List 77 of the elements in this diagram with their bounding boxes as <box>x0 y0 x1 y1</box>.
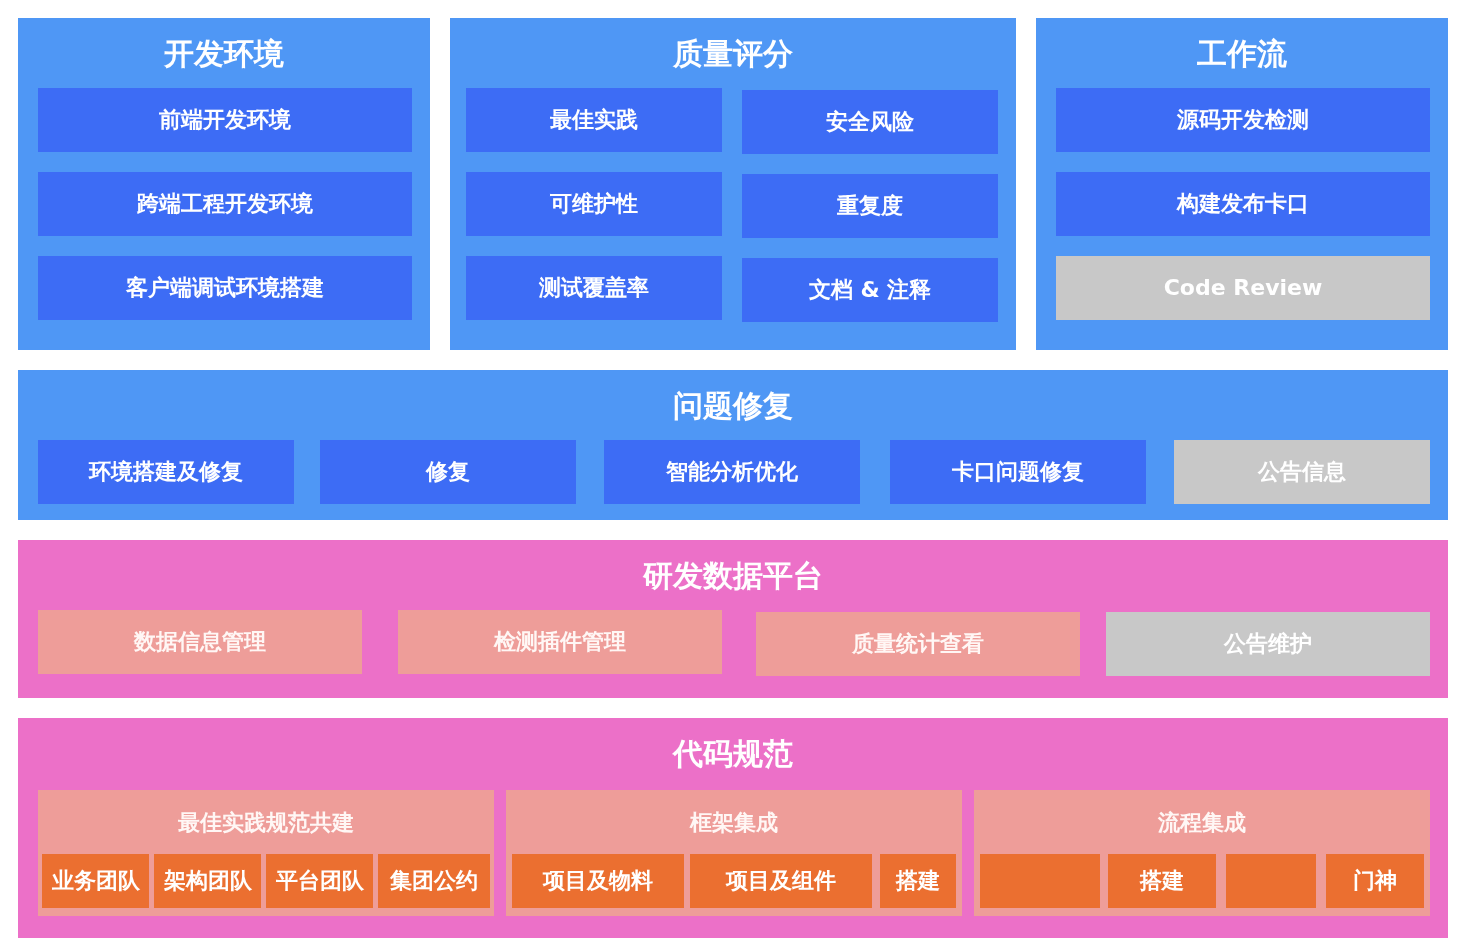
feature-tile <box>1056 256 1430 320</box>
section-panel <box>450 18 1016 350</box>
feature-tile <box>742 90 998 154</box>
section-panel <box>18 540 1448 698</box>
tile-label: 项目及组件 <box>726 867 836 895</box>
blank-tile <box>980 854 1100 908</box>
feature-tile <box>466 88 722 152</box>
feature-tile <box>742 258 998 322</box>
section-title: 问题修复 <box>673 387 793 425</box>
item-tile <box>690 854 872 908</box>
item-tile <box>42 854 149 908</box>
feature-tile <box>890 440 1146 504</box>
tile-label: 智能分析优化 <box>666 458 798 486</box>
tile-label: 测试覆盖率 <box>539 274 649 302</box>
feature-tile <box>38 88 412 152</box>
feature-tile <box>38 172 412 236</box>
feature-tile <box>1056 172 1430 236</box>
feature-tile <box>1056 88 1430 152</box>
tile-label: 跨端工程开发环境 <box>137 190 313 218</box>
tile-label: 文档 & 注释 <box>808 276 932 304</box>
feature-tile <box>604 440 860 504</box>
section-panel <box>18 718 1448 938</box>
section-title: 代码规范 <box>673 735 793 773</box>
feature-tile <box>742 174 998 238</box>
tile-label: 架构团队 <box>163 867 252 895</box>
section-title: 研发数据平台 <box>643 557 823 595</box>
section-panel <box>1036 18 1448 350</box>
item-tile <box>378 854 490 908</box>
group-title: 流程集成 <box>1158 809 1246 837</box>
tile-label: 门神 <box>1353 867 1397 895</box>
tile-label: 质量统计查看 <box>852 630 984 658</box>
section-panel <box>18 370 1448 520</box>
tile-label: 可维护性 <box>550 190 638 218</box>
section-title: 开发环境 <box>164 35 284 73</box>
feature-tile <box>1174 440 1430 504</box>
tile-label: 搭建 <box>896 867 940 895</box>
feature-tile <box>756 612 1080 676</box>
item-tile <box>1108 854 1216 908</box>
feature-tile <box>38 256 412 320</box>
section-panel <box>18 18 430 350</box>
section-title: 质量评分 <box>673 35 793 73</box>
feature-tile <box>1106 612 1430 676</box>
tile-label: 客户端调试环境搭建 <box>126 274 324 302</box>
tile-label: 环境搭建及修复 <box>89 458 243 486</box>
tile-label: 检测插件管理 <box>494 628 626 656</box>
tile-label: 业务团队 <box>51 867 140 895</box>
blank-tile <box>1226 854 1316 908</box>
tile-label: 搭建 <box>1140 867 1184 895</box>
tile-label: 集团公约 <box>390 867 478 895</box>
tile-label: 源码开发检测 <box>1177 106 1309 134</box>
tile-label: 重复度 <box>837 192 903 220</box>
tile-label: 前端开发环境 <box>159 106 291 134</box>
tile-label: 最佳实践 <box>550 106 638 134</box>
item-tile <box>880 854 956 908</box>
tile-label: 安全风险 <box>826 108 914 136</box>
group-title: 最佳实践规范共建 <box>178 809 354 837</box>
group-panel <box>38 790 494 916</box>
item-tile <box>512 854 684 908</box>
item-tile <box>154 854 261 908</box>
tile-label: 平台团队 <box>275 867 364 895</box>
feature-tile <box>398 610 722 674</box>
tile-label: 修复 <box>426 458 470 486</box>
group-title: 框架集成 <box>690 809 778 837</box>
feature-tile <box>466 172 722 236</box>
tile-label: 项目及物料 <box>543 867 653 895</box>
group-panel <box>974 790 1430 916</box>
feature-tile <box>38 610 362 674</box>
section-title: 工作流 <box>1197 35 1287 73</box>
feature-tile <box>38 440 294 504</box>
tile-label: 数据信息管理 <box>134 628 266 656</box>
item-tile <box>1326 854 1424 908</box>
group-panel <box>506 790 962 916</box>
feature-tile <box>466 256 722 320</box>
feature-tile <box>320 440 576 504</box>
tile-label: 卡口问题修复 <box>952 458 1084 486</box>
item-tile <box>266 854 373 908</box>
tile-label: 构建发布卡口 <box>1177 190 1309 218</box>
